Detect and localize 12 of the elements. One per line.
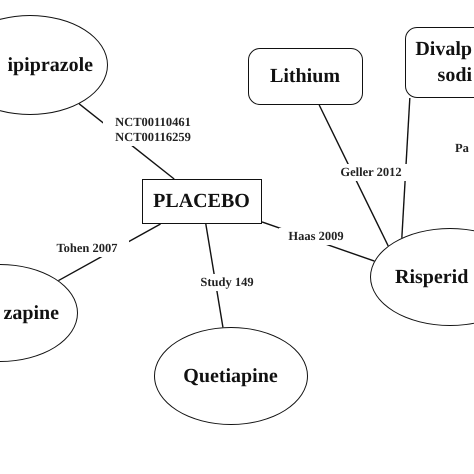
node-label: Quetiapine	[182, 364, 279, 388]
rectangle-node	[248, 48, 363, 105]
node-label: ipiprazole	[6, 52, 93, 78]
node-label: zapine	[2, 300, 59, 326]
node-label: Lithium	[268, 64, 342, 89]
node-label: Divalp sodi	[414, 37, 472, 88]
text-label: Pa	[455, 141, 469, 156]
node-label: Risperid	[395, 264, 470, 290]
connector-line	[401, 98, 411, 238]
node-label: PLACEBO	[152, 189, 251, 214]
connector-line	[318, 104, 389, 246]
rectangle-node	[142, 179, 262, 224]
